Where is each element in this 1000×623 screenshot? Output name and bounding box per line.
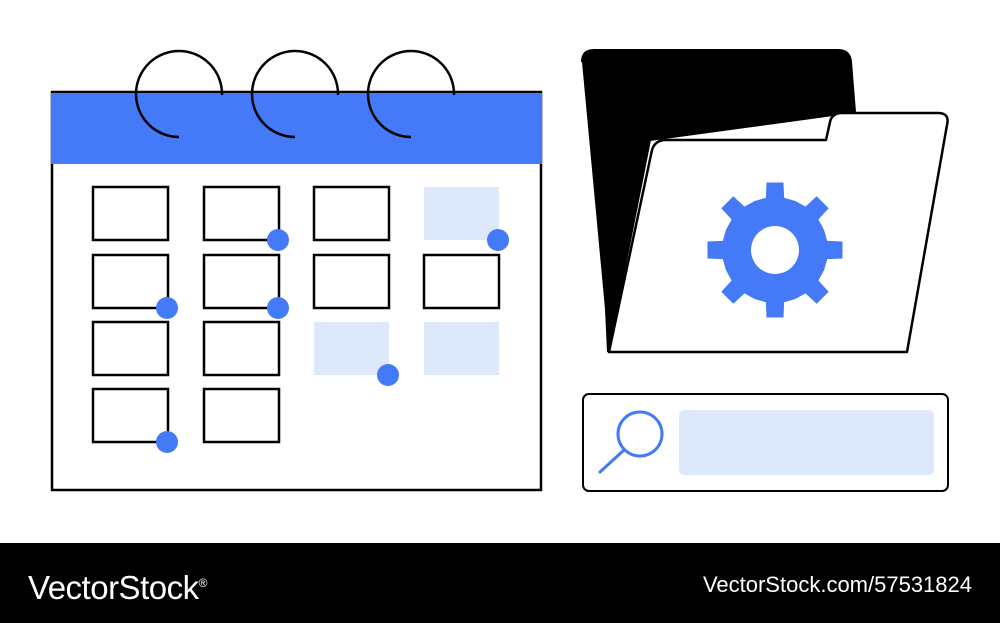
calendar-cell: [91, 320, 170, 377]
calendar: [50, 49, 543, 492]
calendar-dot-marker: [156, 431, 178, 453]
calendar-dot-marker: [377, 364, 399, 386]
calendar-cell: [422, 253, 501, 310]
calendar-cell: [202, 185, 281, 242]
calendar-ring: [250, 49, 340, 139]
search-bar: [582, 393, 949, 492]
folder-with-gear-icon: [581, 49, 949, 354]
calendar-cell: [312, 185, 391, 242]
calendar-dot-marker: [156, 297, 178, 319]
calendar-cell: [91, 253, 170, 310]
stock-image-id: VectorStock.com/57531824: [702, 572, 972, 597]
calendar-dot-marker: [267, 297, 289, 319]
calendar-rings: [134, 49, 456, 139]
magnifier-icon: [598, 410, 664, 474]
calendar-cell-highlighted: [424, 187, 499, 240]
calendar-cell-highlighted: [424, 322, 499, 375]
calendar-grid: [91, 185, 501, 444]
calendar-cell: [91, 185, 170, 242]
illustration: [50, 49, 949, 492]
gear-icon: [707, 182, 843, 318]
calendar-header-bar: [51, 93, 542, 164]
calendar-cell: [312, 253, 391, 310]
calendar-cell: [202, 253, 281, 310]
calendar-dot-marker: [487, 229, 509, 251]
calendar-ring: [366, 49, 456, 139]
calendar-dot-marker: [267, 229, 289, 251]
brand-name: VectorStock: [28, 569, 199, 606]
calendar-cell-highlighted: [314, 322, 389, 375]
gear-hole: [751, 226, 799, 274]
vectorstock-logo: VectorStock®: [28, 563, 207, 608]
calendar-cell: [202, 387, 281, 444]
calendar-markers: [156, 229, 509, 453]
search-input-field: [679, 410, 934, 475]
watermark-footer: VectorStock® VectorStock.com/57531824: [0, 543, 1000, 623]
folder-back-left: [582, 50, 609, 352]
calendar-cell: [202, 320, 281, 377]
calendar-cell: [91, 387, 170, 444]
registered-mark: ®: [198, 576, 208, 590]
calendar-ring: [134, 49, 224, 139]
